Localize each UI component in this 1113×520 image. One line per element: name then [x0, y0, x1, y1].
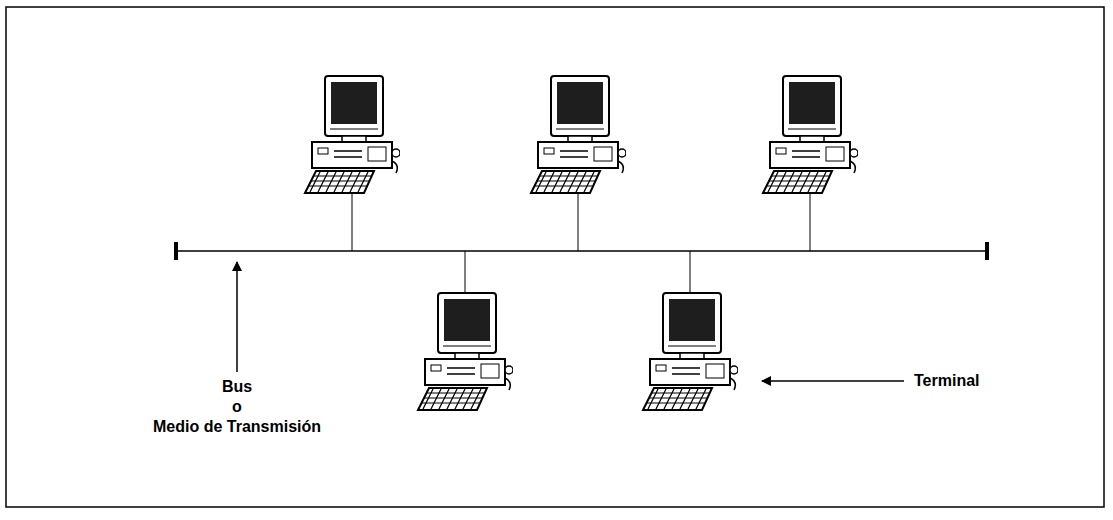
computer-icon: [531, 76, 626, 193]
computer-icon: [763, 76, 858, 193]
bus-label: Medio de Transmisión: [153, 417, 321, 437]
pointer-arrow: [762, 380, 904, 382]
computer-icon: [305, 76, 400, 193]
terminal-label: Terminal: [914, 371, 980, 391]
computer-icon: [643, 293, 738, 410]
frame: [6, 7, 1104, 507]
bus-line: [176, 250, 987, 252]
computer-icon: [418, 293, 513, 410]
pointer-arrow: [236, 262, 238, 372]
bus-end: [174, 242, 178, 260]
bus-end: [985, 242, 989, 260]
bus-label: o: [232, 397, 242, 417]
bus-label: Bus: [222, 377, 252, 397]
